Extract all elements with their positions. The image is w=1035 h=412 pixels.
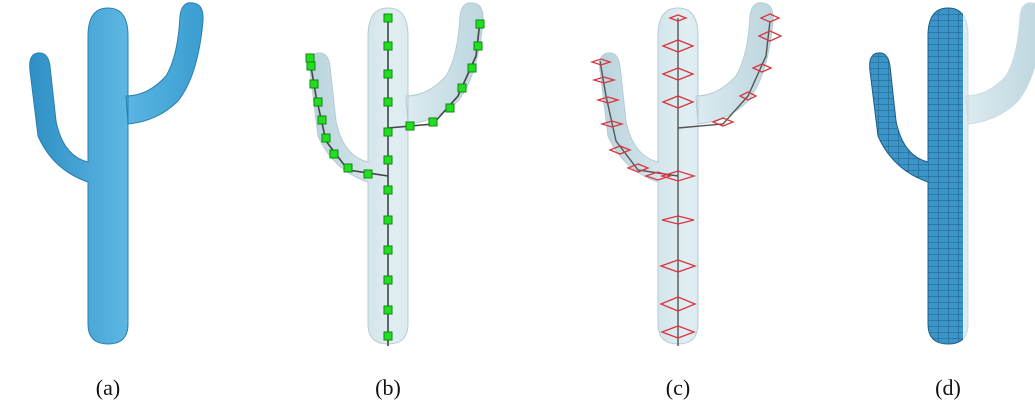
skeleton-node [384,332,392,340]
skeleton-node [307,62,315,70]
skeleton-node [384,186,392,194]
skeleton-node [468,64,476,72]
skeleton-node [322,134,330,142]
skeleton-node [384,70,392,78]
skeleton-node [384,42,392,50]
panel-label-d: (d) [935,375,961,400]
skeleton-node [306,54,314,62]
panel-label-a: (a) [96,375,120,400]
panel-a [30,3,203,344]
skeleton-node [364,170,372,178]
skeleton-node [384,246,392,254]
skeleton-node [476,20,484,28]
skeleton-node [458,84,466,92]
panel-label-c: (c) [666,375,690,400]
skeleton-node [384,276,392,284]
panel-d [870,3,1035,344]
skeleton-node [384,98,392,106]
skeleton-node [429,118,437,126]
skeleton-node [406,122,414,130]
skeleton-node [330,150,338,158]
skeleton-node [446,104,454,112]
skeleton-node [384,14,392,22]
panel-label-b: (b) [375,375,401,400]
skeleton-node [318,116,326,124]
skeleton-node [310,80,318,88]
panel-c [592,3,781,346]
skeleton-node [474,42,482,50]
skeleton-node [384,216,392,224]
skeleton-node [384,156,392,164]
panel-b [306,3,484,346]
skeleton-node [314,98,322,106]
skeleton-node [384,306,392,314]
skeleton-node [344,164,352,172]
skeleton-node [384,128,392,136]
